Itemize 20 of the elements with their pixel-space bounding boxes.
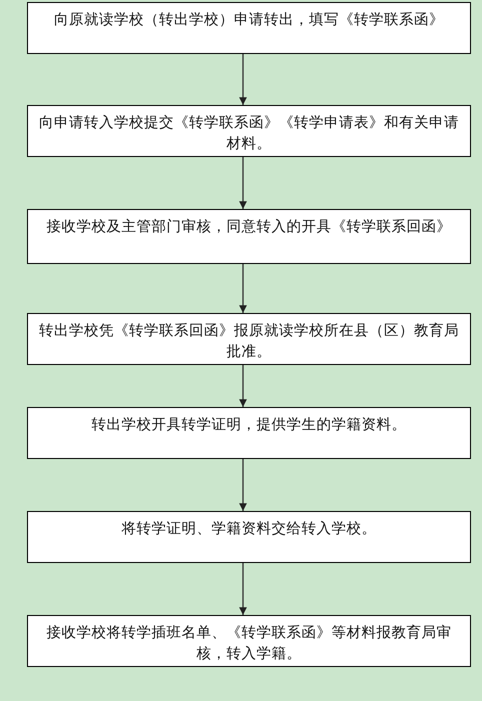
- arrow: [239, 365, 247, 407]
- process-box: [27, 407, 471, 459]
- arrow: [239, 264, 247, 313]
- arrow: [239, 157, 247, 209]
- arrow: [239, 54, 247, 105]
- step-text: 接收学校及主管部门审核，同意转入的开具《转学联系回函》: [46, 219, 452, 235]
- step-text: 向原就读学校（转出学校）申请转出，填写《转学联系函》: [54, 12, 444, 28]
- step-text: 转出学校开具转学证明，提供学生的学籍资料。: [92, 417, 406, 433]
- process-box: [27, 105, 471, 157]
- arrow: [239, 459, 247, 511]
- step-text: 转出学校凭《转学联系回函》报原就读学校所在县（区）教育局批准。: [39, 323, 459, 360]
- step-text: 向申请转入学校提交《转学联系函》《转学申请表》和有关申请材料。: [39, 115, 459, 152]
- step-text: 将转学证明、学籍资料交给转入学校。: [122, 521, 376, 537]
- process-box: [27, 615, 471, 667]
- process-box: [27, 511, 471, 563]
- process-box: [27, 313, 471, 365]
- step-text: 接收学校将转学插班名单、《转学联系函》等材料报教育局审核，转入学籍。: [46, 625, 452, 662]
- process-box: [27, 209, 471, 264]
- process-box: [27, 2, 471, 54]
- arrow: [239, 563, 247, 615]
